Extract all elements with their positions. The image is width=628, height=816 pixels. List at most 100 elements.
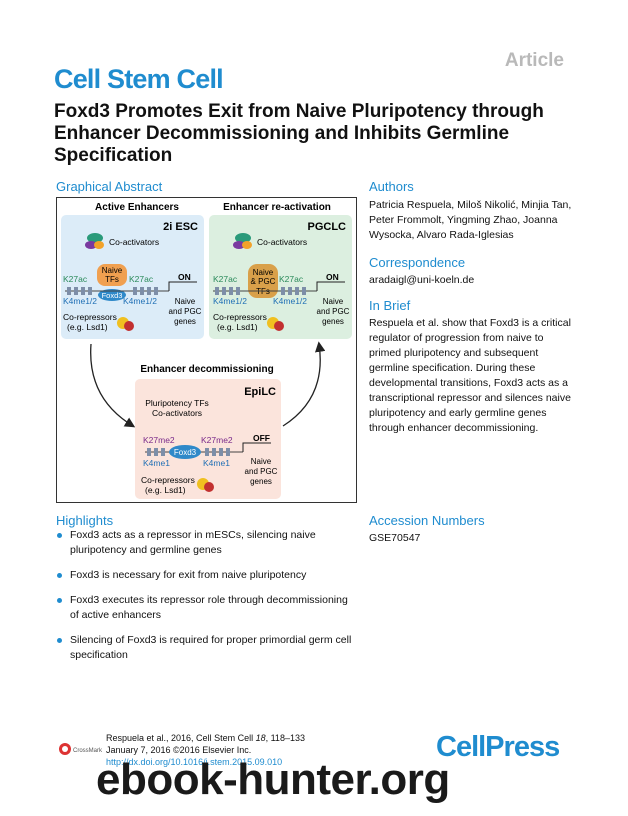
journal-name: Cell Stem Cell (54, 64, 224, 94)
coactivators-label-2: Co-activators (257, 237, 307, 247)
corepressor-blobs-icon-3 (197, 478, 214, 492)
nucleosome-track (67, 287, 158, 295)
article-type-tag: Article (504, 50, 564, 71)
foxd3-label: Foxd3 (102, 291, 123, 300)
off-label: OFF (253, 433, 270, 443)
corepressors-label-2: Co-repressors (213, 312, 267, 322)
highlight-item: Foxd3 acts as a repressor in mESCs, sile… (56, 528, 356, 558)
transition-arrow-down (90, 343, 136, 428)
on-label-2: ON (326, 272, 339, 282)
k4me-right-label-2: K4me1/2 (273, 296, 307, 306)
corepressor-blobs-icon-2 (267, 317, 284, 331)
highlight-text: Silencing of Foxd3 is required for prope… (70, 634, 352, 661)
pgclc-label: PGCLC (308, 221, 347, 233)
active-enhancers-header: Active Enhancers (95, 202, 179, 213)
genes-label-9: genes (250, 477, 272, 486)
naive-pgc-tf-blob (248, 264, 278, 298)
authors-heading: Authors (369, 179, 414, 194)
genes-label-4: Naive (323, 297, 344, 306)
graphical-abstract: Active Enhancers Enhancer re-activation … (56, 197, 357, 503)
bullet-icon (57, 533, 62, 538)
corepressors-example-label: (e.g. Lsd1) (67, 322, 108, 332)
naive-tf-label-1: Naive (102, 266, 123, 275)
bullet-icon (57, 573, 62, 578)
correspondence-email[interactable]: aradaigl@uni-koeln.de (369, 274, 475, 286)
graphical-abstract-figure: Active Enhancers Enhancer re-activation … (61, 202, 352, 499)
accession-number: GSE70547 (369, 532, 421, 544)
doi-link[interactable]: http://dx.doi.org/10.1016/j.stem.2015.09… (106, 757, 283, 767)
foxd3-blob (98, 289, 126, 301)
promoter-arrow-icon-2 (316, 281, 345, 291)
crossmark-logo: CrossMark (58, 741, 104, 762)
citation-block: Respuela et al., 2016, Cell Stem Cell 18… (106, 732, 305, 768)
corepressors-label: Co-repressors (63, 312, 117, 322)
highlight-item: Silencing of Foxd3 is required for prope… (56, 633, 356, 663)
highlight-item: Foxd3 is necessary for exit from naive p… (56, 568, 356, 583)
highlight-item: Foxd3 executes its repressor role throug… (56, 593, 356, 623)
k4me1-right-label: K4me1 (203, 458, 230, 468)
foxd3-label-2: Foxd3 (174, 448, 197, 457)
citation-line-1: Respuela et al., 2016, Cell Stem Cell 18… (106, 733, 305, 743)
enhancer-decommissioning-header: Enhancer decommissioning (140, 364, 273, 375)
on-label: ON (178, 272, 191, 282)
transition-arrow-up (282, 341, 326, 427)
pluripotency-tfs-label: Pluripotency TFs (145, 398, 209, 408)
article-title: Foxd3 Promotes Exit from Naive Pluripote… (54, 101, 544, 166)
naive-tf-blob (97, 264, 127, 286)
in-brief-text: Respuela et al. show that Foxd3 is a cri… (369, 317, 571, 434)
k4me1-left-label: K4me1 (143, 458, 170, 468)
esc-label: 2i ESC (163, 221, 198, 233)
nucleosome-track-3 (147, 448, 230, 456)
genes-label-1: Naive (175, 297, 196, 306)
epilc-panel (135, 379, 281, 499)
genes-label-5: and PGC (317, 307, 350, 316)
k27me2-right-label: K27me2 (201, 435, 233, 445)
k4me-left-label: K4me1/2 (63, 296, 97, 306)
coactivators-label-3: Co-activators (152, 408, 202, 418)
authors-list: Patricia Respuela, Miloš Nikolić, Minjia… (369, 199, 572, 241)
watermark-text: ebook-hunter.org (96, 755, 450, 804)
cellpress-logo: CellPress (436, 731, 560, 763)
genes-label-2: and PGC (169, 307, 202, 316)
highlight-text: Foxd3 acts as a repressor in mESCs, sile… (70, 529, 316, 556)
bullet-icon (57, 638, 62, 643)
promoter-arrow-icon-3 (242, 442, 271, 452)
pgc-tf-label-1: Naive (253, 268, 274, 277)
highlights-heading: Highlights (56, 513, 114, 528)
coactivator-blobs-icon-2 (233, 233, 252, 249)
promoter-arrow-icon (168, 281, 197, 291)
crossmark-text: CrossMark (73, 748, 103, 754)
citation-volume: 18 (255, 733, 266, 743)
k4me-right-label: K4me1/2 (123, 296, 157, 306)
corepressors-example-label-3: (e.g. Lsd1) (145, 485, 186, 495)
highlight-text: Foxd3 executes its repressor role throug… (70, 594, 348, 621)
highlight-text: Foxd3 is necessary for exit from naive p… (70, 569, 307, 581)
bullet-icon (57, 598, 62, 603)
foxd3-blob-2 (169, 445, 201, 459)
k27ac-right-label-2: K27ac (279, 274, 304, 284)
coactivator-blobs-icon (85, 233, 104, 249)
k27ac-left-label: K27ac (63, 274, 88, 284)
coactivators-label: Co-activators (109, 237, 159, 247)
naive-tf-label-2: TFs (105, 275, 119, 284)
k27ac-right-label: K27ac (129, 274, 154, 284)
k27me2-left-label: K27me2 (143, 435, 175, 445)
enhancer-reactivation-header: Enhancer re-activation (223, 202, 331, 213)
genes-label-7: Naive (251, 457, 272, 466)
accession-heading: Accession Numbers (369, 513, 485, 528)
citation-line-2: January 7, 2016 ©2016 Elsevier Inc. (106, 745, 252, 755)
pgc-tf-label-2: & PGC (251, 277, 276, 286)
corepressors-label-3: Co-repressors (141, 475, 195, 485)
genes-label-3: genes (174, 317, 196, 326)
highlights-list: Foxd3 acts as a repressor in mESCs, sile… (56, 528, 356, 673)
nucleosome-track-2 (215, 287, 306, 295)
correspondence-heading: Correspondence (369, 255, 466, 270)
corepressors-example-label-2: (e.g. Lsd1) (217, 322, 258, 332)
k4me-left-label-2: K4me1/2 (213, 296, 247, 306)
genes-label-6: genes (322, 317, 344, 326)
k27ac-left-label-2: K27ac (213, 274, 238, 284)
genes-label-8: and PGC (245, 467, 278, 476)
graphical-abstract-heading: Graphical Abstract (56, 179, 163, 194)
corepressor-blobs-icon (117, 317, 134, 331)
in-brief-heading: In Brief (369, 298, 411, 313)
